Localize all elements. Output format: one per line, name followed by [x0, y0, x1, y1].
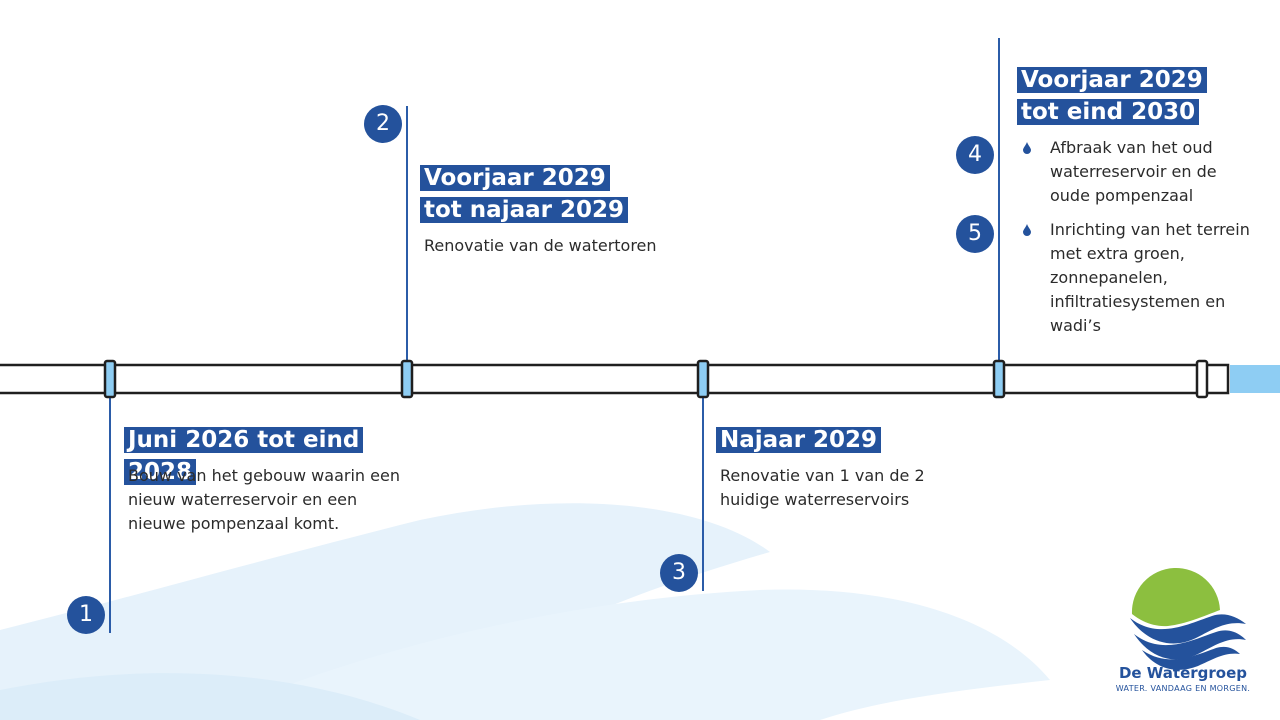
milestone-4-heading: Voorjaar 2029 tot eind 2030 [1017, 64, 1247, 128]
milestone-4-bullet: Afbraak van het oud waterreservoir en de… [1020, 136, 1260, 208]
milestone-3-number: 3 [660, 554, 698, 592]
pipe-joint-3 [696, 359, 710, 399]
milestone-4-5-bullets: Afbraak van het oud waterreservoir en de… [1020, 136, 1260, 346]
milestone-4-number: 4 [956, 136, 994, 174]
logo-name: De Watergroep [1118, 664, 1248, 682]
milestone-5-description: Inrichting van het terrein met extra gro… [1050, 220, 1250, 335]
timeline-pipe [0, 359, 1280, 399]
logo-tagline: WATER. VANDAAG EN MORGEN. [1115, 684, 1251, 693]
milestone-3-description: Renovatie van 1 van de 2 huidige waterre… [720, 466, 925, 509]
milestone-2-number: 2 [364, 105, 402, 143]
milestone-2-description: Renovatie van de watertoren [424, 236, 657, 255]
milestone-1-description: Bouw van het gebouw waarin een nieuw wat… [128, 466, 400, 533]
water-drop-icon [1023, 142, 1031, 154]
milestone-3-stem [702, 395, 704, 591]
pipe-joint-4 [992, 359, 1006, 399]
pipe-joint-2 [400, 359, 414, 399]
milestone-1-number: 1 [67, 596, 105, 634]
pipe-joint-end [1195, 359, 1209, 399]
milestone-5-number: 5 [956, 215, 994, 253]
milestone-4-description: Afbraak van het oud waterreservoir en de… [1050, 138, 1217, 205]
pipe-joint-1 [103, 359, 117, 399]
milestone-1-stem [109, 395, 111, 633]
pipe-body [0, 363, 1230, 395]
milestone-1-heading: Juni 2026 tot eind 2028 [124, 424, 424, 488]
milestone-2-stem [406, 106, 408, 364]
de-watergroep-logo-icon [1130, 567, 1246, 670]
milestone-5-bullet: Inrichting van het terrein met extra gro… [1020, 218, 1260, 338]
milestone-3-heading: Najaar 2029 [716, 424, 936, 456]
pipe-end-water [1230, 365, 1280, 393]
milestone-4-stem [998, 38, 1000, 364]
milestone-2-heading: Voorjaar 2029 tot najaar 2029 [420, 162, 650, 226]
water-drop-icon [1023, 224, 1031, 236]
